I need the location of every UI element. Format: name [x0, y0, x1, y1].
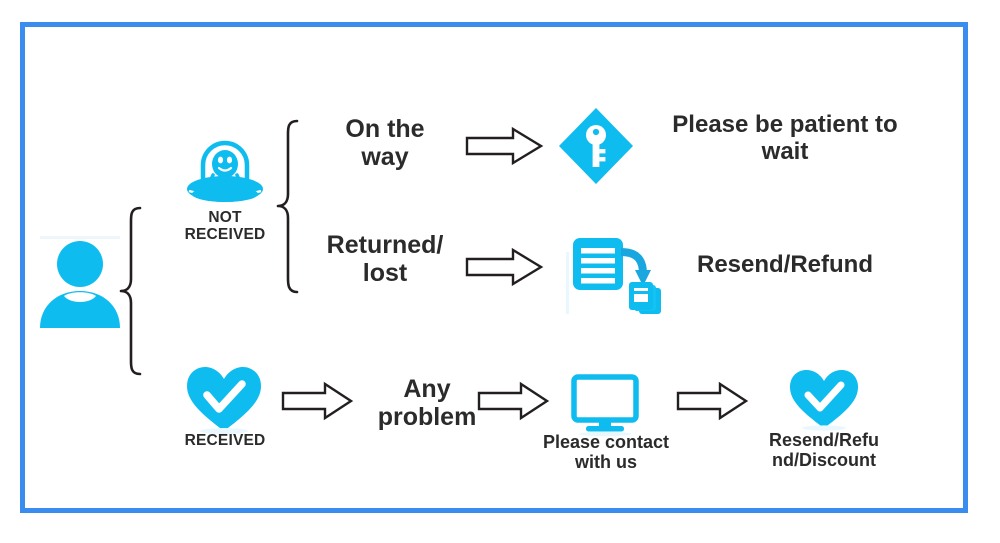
contact-text: Please contact with us: [542, 432, 670, 473]
outcome-text: Resend/Refu nd/Discount: [768, 430, 880, 471]
condition-on-the-way: On the way: [345, 115, 425, 171]
person-icon: [36, 236, 124, 328]
heart-check-icon: [788, 368, 860, 431]
condition-returned-lost: Returned/ lost: [326, 231, 444, 287]
arrow-right-icon: [676, 381, 749, 421]
brace-customer-split: [118, 205, 142, 377]
key-diamond-icon: [552, 105, 640, 187]
documents-refund-icon: [565, 232, 661, 320]
branch-received-caption: RECEIVED: [184, 432, 266, 449]
heart-check-icon: [185, 365, 263, 434]
condition-any-problem: Any problem: [377, 375, 477, 431]
arrow-right-icon: [465, 126, 544, 166]
arrow-right-icon: [477, 381, 550, 421]
brace-not-received-split: [275, 118, 299, 296]
ufo-alien-icon: [177, 131, 273, 211]
arrow-right-icon: [281, 381, 354, 421]
result-text-be-patient: Please be patient to wait: [672, 111, 898, 165]
result-text-resend-refund: Resend/Refund: [696, 251, 873, 278]
monitor-icon: [569, 374, 641, 437]
arrow-right-icon: [465, 247, 544, 287]
branch-not-received-caption: NOT RECEIVED: [184, 209, 266, 244]
